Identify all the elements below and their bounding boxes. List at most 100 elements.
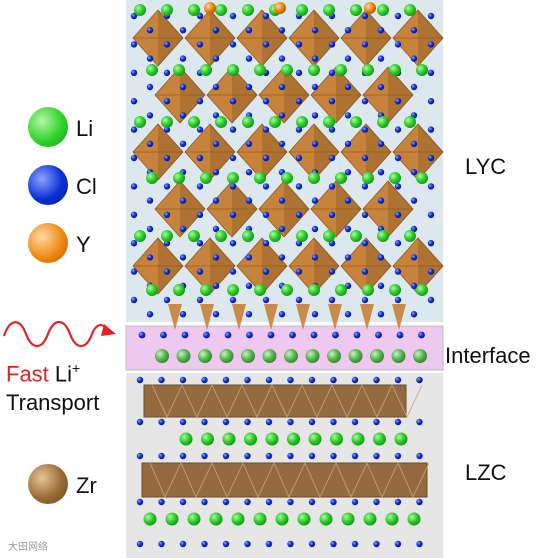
- cl-atom: [295, 296, 303, 304]
- y-octahedron: [132, 123, 184, 181]
- y-octahedron: [184, 9, 236, 67]
- cl-atom: [416, 498, 423, 506]
- zr-octahedron-edge: [335, 462, 368, 498]
- cl-atom: [394, 211, 402, 218]
- cl-atom: [344, 55, 352, 62]
- cl-atom: [229, 41, 237, 48]
- zr-octahedron-edge: [211, 462, 244, 498]
- li-atom: [227, 284, 239, 296]
- cl-atom: [344, 83, 352, 91]
- y-octahedron: [392, 123, 444, 181]
- cl-atom: [244, 418, 251, 426]
- li-atom: [330, 432, 343, 446]
- cl-atom: [328, 41, 336, 48]
- li-atom: [134, 4, 146, 16]
- y-atom-icon: [28, 223, 68, 263]
- cl-atom: [427, 183, 435, 190]
- cl-atom: [262, 268, 270, 275]
- cl-atom: [201, 418, 208, 426]
- cl-atom: [196, 41, 204, 48]
- cl-atom: [328, 154, 336, 162]
- cl-atom: [130, 12, 138, 20]
- li-atom: [284, 349, 298, 363]
- cl-atom: [394, 12, 402, 20]
- cl-atom: [410, 311, 418, 318]
- li-atom: [385, 512, 399, 526]
- li-atom: [373, 432, 386, 446]
- cl-atom: [158, 452, 165, 460]
- cl-atom: [146, 112, 154, 119]
- cl-atom: [427, 98, 435, 105]
- li-atom: [275, 512, 289, 526]
- cl-atom: [222, 498, 230, 506]
- cl-atom: [229, 126, 237, 133]
- cl-atom: [394, 126, 402, 133]
- cl-atom: [308, 418, 316, 426]
- zr-octahedron-edge: [241, 384, 273, 418]
- li-atom: [244, 432, 257, 446]
- cl-atom: [146, 83, 154, 91]
- cl-atom: [163, 211, 171, 218]
- cl-atom: [222, 376, 230, 384]
- y-octahedron-tip: [328, 304, 342, 330]
- li-atom: [187, 512, 201, 526]
- li-atom: [200, 64, 212, 76]
- cl-atom: [245, 27, 253, 34]
- cl-atom: [245, 140, 253, 147]
- cl-atom: [262, 240, 270, 247]
- y-octahedron-tip: [360, 304, 374, 330]
- li-atom: [269, 230, 281, 242]
- li-atom: [404, 230, 416, 242]
- cl-atom: [394, 154, 402, 162]
- y-octahedron: [340, 9, 392, 67]
- cl-atom: [163, 126, 171, 133]
- li-atom: [254, 284, 266, 296]
- cl-atom: [130, 98, 138, 105]
- cl-atom: [361, 268, 369, 275]
- cl-atom: [179, 225, 187, 233]
- li-atom: [179, 432, 193, 446]
- zr-octahedron-edge: [151, 384, 183, 418]
- cl-atom: [330, 540, 337, 548]
- cl-atom: [344, 140, 352, 147]
- cl-atom: [136, 540, 144, 548]
- cl-atom: [244, 452, 251, 460]
- cl-atom: [278, 27, 286, 34]
- cl-atom: [278, 55, 286, 62]
- zr-octahedron-edge: [366, 462, 399, 498]
- cl-atom: [377, 140, 385, 147]
- cl-atom: [146, 311, 154, 318]
- cl-atom: [212, 282, 220, 289]
- cl-atom: [212, 27, 220, 34]
- lyc-crystal-layer: [130, 2, 444, 330]
- cl-atom: [373, 418, 380, 426]
- li-atom: [215, 116, 227, 128]
- cl-atom: [179, 55, 187, 62]
- cl-atom: [287, 452, 294, 460]
- cl-atom: [410, 282, 418, 289]
- cl-atom: [295, 268, 303, 275]
- cl-atom: [130, 41, 138, 48]
- li-atom: [407, 512, 421, 526]
- cl-atom: [295, 69, 303, 77]
- cl-atom: [130, 240, 138, 247]
- li-superscript: +: [72, 360, 81, 376]
- fast-word: Fast: [6, 361, 49, 387]
- li-atom: [308, 284, 320, 296]
- cl-atom: [308, 452, 316, 460]
- cl-atom: [287, 376, 294, 384]
- li-atom: [308, 432, 322, 446]
- cl-atom: [416, 418, 423, 426]
- zr-octahedron-edge: [180, 462, 213, 498]
- cl-atom: [410, 83, 418, 91]
- cl-atom: [427, 126, 435, 133]
- cl-atom: [262, 154, 270, 162]
- y-octahedron-tip: [200, 304, 214, 330]
- li-atom: [404, 4, 416, 16]
- cl-atom: [410, 197, 418, 204]
- cl-atom: [245, 254, 253, 261]
- li-atom: [319, 512, 333, 526]
- li-atom: [253, 512, 267, 526]
- cl-atom: [351, 540, 359, 548]
